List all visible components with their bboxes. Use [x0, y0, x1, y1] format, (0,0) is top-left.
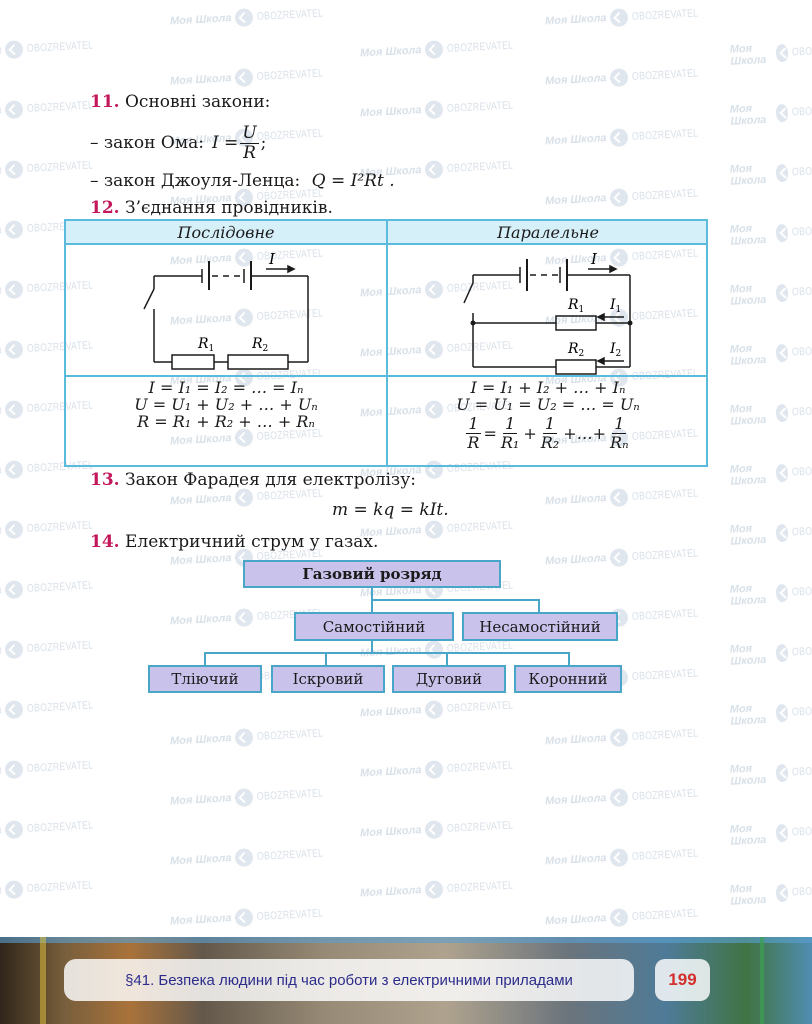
- parallel-i2-label: I2: [609, 341, 621, 359]
- footer-section-title-pill: §41. Безпека людини під час роботи з еле…: [64, 959, 634, 1001]
- joule-lenz-formula: Q = I²Rt .: [311, 171, 395, 191]
- ohm-law-lhs: I =: [211, 133, 239, 153]
- section-12-heading: 12. З’єднання провідників.: [90, 198, 333, 218]
- tree-node-glow: Тліючий: [148, 665, 262, 693]
- tree-connector: [371, 639, 373, 652]
- tree-connector: [371, 599, 540, 601]
- junction-node: [470, 320, 476, 326]
- tree-node-arc: Дуговий: [392, 665, 506, 693]
- fraction-denominator: R: [243, 142, 256, 163]
- equals-sign: =: [483, 423, 497, 443]
- numerator: 1: [466, 414, 481, 434]
- tree-node-self-sustained: Самостійний: [294, 612, 454, 641]
- denominator: R₁: [500, 432, 520, 452]
- current-arrow-head: [596, 312, 605, 322]
- tree-node-spark: Іскровий: [271, 665, 385, 693]
- section-number: 12.: [90, 198, 120, 218]
- section-title: Закон Фарадея для електролізу:: [124, 470, 416, 490]
- tree-connector: [538, 599, 540, 614]
- tree-connector: [568, 652, 570, 666]
- section-13-heading: 13. Закон Фарадея для електролізу:: [90, 470, 416, 490]
- current-arrow-head: [596, 356, 605, 366]
- footer-decoration: [40, 937, 46, 1024]
- parallel-formulas: I = I₁ + I₂ + … + Iₙ U = U₁ = U₂ = … = U…: [388, 379, 708, 451]
- tree-root-gas-discharge: Газовий розряд: [243, 560, 501, 588]
- resistor-r2: [227, 354, 289, 370]
- page-number: 199: [655, 959, 710, 1001]
- section-number: 13.: [90, 470, 120, 490]
- footer-decoration: [0, 937, 812, 943]
- series-current-label: I: [268, 250, 276, 268]
- tree-connector: [204, 652, 206, 666]
- section-title: Основні закони:: [124, 92, 271, 112]
- switch-blade: [143, 288, 155, 310]
- tree-node-corona: Коронний: [514, 665, 622, 693]
- switch-blade: [463, 282, 474, 304]
- section-title: З’єднання провідників.: [124, 198, 333, 218]
- tree-connector: [325, 652, 327, 666]
- ellipsis-sum: +…+: [563, 423, 607, 443]
- tree-connector: [446, 652, 448, 666]
- parallel-formula-current: I = I₁ + I₂ + … + Iₙ: [470, 378, 626, 397]
- series-r2-label: R2: [251, 336, 268, 354]
- table-row-divider: [66, 375, 706, 377]
- parallel-r1-label: R1: [567, 297, 584, 315]
- joule-lenz-line: – закон Джоуля-Ленца: Q = I²Rt .: [90, 171, 395, 191]
- series-r1-label: R1: [197, 336, 214, 354]
- connections-table: Послідовне Паралельне: [64, 219, 708, 467]
- faraday-formula: m = kq = kIt.: [332, 500, 449, 520]
- parallel-current-label: I: [590, 250, 598, 268]
- parallel-circuit-diagram: I R1 R2 I1 I2: [463, 250, 633, 375]
- parallel-r2-label: R2: [567, 341, 584, 359]
- header-parallel: Паралельне: [497, 223, 599, 242]
- current-arrow-head: [287, 264, 296, 274]
- series-formula-voltage: U = U₁ + U₂ + … + Uₙ: [134, 395, 318, 414]
- parallel-formula-voltage: U = U₁ = U₂ = … = Uₙ: [456, 395, 640, 414]
- ohm-law-fraction: U R: [240, 122, 259, 163]
- series-formula-current: I = I₁ = I₂ = … = Iₙ: [148, 378, 304, 397]
- table-column-divider: [386, 221, 388, 465]
- section-11-heading: 11. Основні закони:: [90, 92, 270, 112]
- joule-lenz-label: – закон Джоуля-Ленца:: [90, 171, 301, 191]
- section-14-heading: 14. Електричний струм у газах.: [90, 532, 378, 552]
- denominator: Rₙ: [610, 432, 629, 452]
- section-number: 11.: [90, 92, 120, 112]
- section-number: 14.: [90, 532, 120, 552]
- series-circuit-diagram: I R1 R2: [143, 250, 309, 370]
- footer-section-title: §41. Безпека людини під час роботи з еле…: [125, 971, 573, 989]
- section-title: Електричний струм у газах.: [124, 532, 379, 552]
- ohm-law-label: – закон Ома:: [90, 133, 204, 153]
- ohm-law-line: – закон Ома: I = U R ;: [90, 118, 266, 168]
- parallel-i1-label: I1: [609, 297, 621, 315]
- denominator: R₂: [540, 432, 560, 452]
- resistor-r1: [555, 315, 597, 331]
- numerator: 1: [542, 414, 558, 434]
- footer-decoration: [760, 937, 764, 1024]
- page-footer: §41. Безпека людини під час роботи з еле…: [0, 937, 812, 1024]
- plus-sign: +: [523, 423, 537, 443]
- ohm-law-end: ;: [260, 133, 267, 153]
- tree-connector: [204, 652, 570, 654]
- resistor-r1: [171, 354, 215, 370]
- series-formula-resistance: R = R₁ + R₂ + … + Rₙ: [137, 412, 315, 431]
- resistor-r2: [555, 359, 597, 375]
- series-formulas: I = I₁ = I₂ = … = Iₙ U = U₁ + U₂ + … + U…: [66, 379, 386, 430]
- current-arrow-head: [609, 264, 618, 274]
- numerator: 1: [503, 414, 518, 434]
- fraction-numerator: U: [240, 122, 259, 144]
- denominator: R: [467, 432, 480, 452]
- header-series: Послідовне: [177, 223, 275, 242]
- tree-node-non-self-sustained: Несамостійний: [462, 612, 618, 641]
- junction-node: [627, 320, 633, 326]
- numerator: 1: [612, 414, 627, 434]
